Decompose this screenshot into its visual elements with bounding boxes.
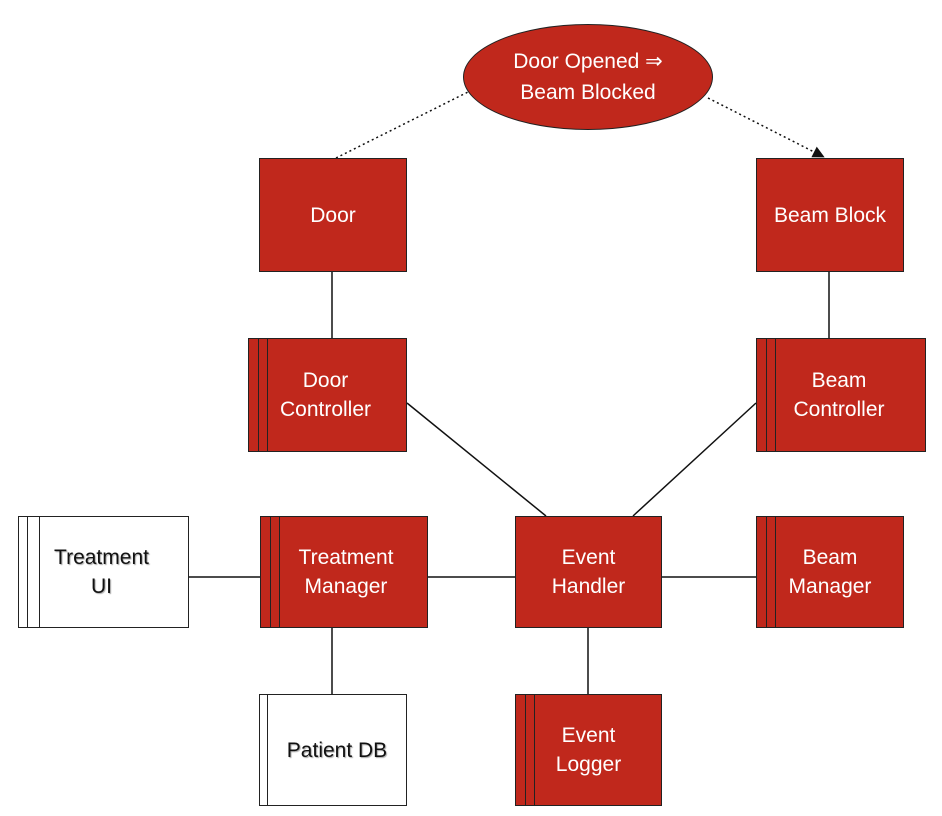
node-event-logger-line-1: Event xyxy=(561,724,616,747)
node-treatment-manager: Treatment Manager xyxy=(260,516,428,628)
node-event-handler: Event Handler xyxy=(515,516,662,628)
node-treatment-ui-line-2: UI xyxy=(90,575,112,598)
component-bar xyxy=(775,517,776,627)
node-beam-controller-line-2: Controller xyxy=(793,398,885,421)
node-door-controller-line-1: Door xyxy=(302,369,349,392)
node-beam-controller-line-1: Beam xyxy=(811,369,867,392)
component-bar xyxy=(267,339,268,451)
link-door-controller-event-handler xyxy=(406,402,547,517)
node-door-controller: Door Controller xyxy=(248,338,407,452)
component-bar xyxy=(766,517,767,627)
constraint-line-1: Door Opened ⇒ xyxy=(513,50,663,73)
constraint-line-2: Beam Blocked xyxy=(520,81,656,104)
node-event-handler-line-2: Handler xyxy=(551,575,626,598)
dotted-arrow-constraint-beam-block xyxy=(707,97,825,158)
node-event-logger: Event Logger xyxy=(515,694,662,806)
node-treatment-ui-line-1: Treatment xyxy=(54,546,149,569)
dotted-link-door-constraint xyxy=(335,91,469,159)
component-bar xyxy=(27,517,28,627)
node-event-handler-line-1: Event xyxy=(561,546,616,569)
node-patient-db-label: Patient DB xyxy=(286,738,388,762)
component-bar xyxy=(534,695,535,805)
component-bar xyxy=(39,517,40,627)
node-patient-db: Patient DB xyxy=(259,694,407,806)
node-beam-block-label: Beam Block xyxy=(773,203,887,227)
node-beam-manager-line-1: Beam xyxy=(802,546,858,569)
node-door-label: Door xyxy=(310,203,356,227)
node-treatment-manager-line-1: Treatment xyxy=(298,546,394,569)
node-treatment-manager-line-2: Manager xyxy=(304,575,388,598)
node-beam-block: Beam Block xyxy=(756,158,904,272)
node-door-controller-line-2: Controller xyxy=(279,398,372,421)
component-bar xyxy=(766,339,767,451)
node-door: Door xyxy=(259,158,407,272)
link-beam-controller-event-handler xyxy=(632,402,757,517)
node-treatment-ui: Treatment UI xyxy=(18,516,189,628)
node-beam-controller: Beam Controller xyxy=(756,338,926,452)
component-bar xyxy=(258,339,259,451)
component-bar xyxy=(270,517,271,627)
component-bar xyxy=(775,339,776,451)
component-bar xyxy=(525,695,526,805)
component-bar xyxy=(279,517,280,627)
component-bar xyxy=(267,695,268,805)
node-beam-manager-line-2: Manager xyxy=(788,575,872,598)
node-beam-manager: Beam Manager xyxy=(756,516,904,628)
node-event-logger-line-2: Logger xyxy=(555,753,622,776)
constraint-ellipse: Door Opened ⇒ Beam Blocked xyxy=(463,24,713,130)
